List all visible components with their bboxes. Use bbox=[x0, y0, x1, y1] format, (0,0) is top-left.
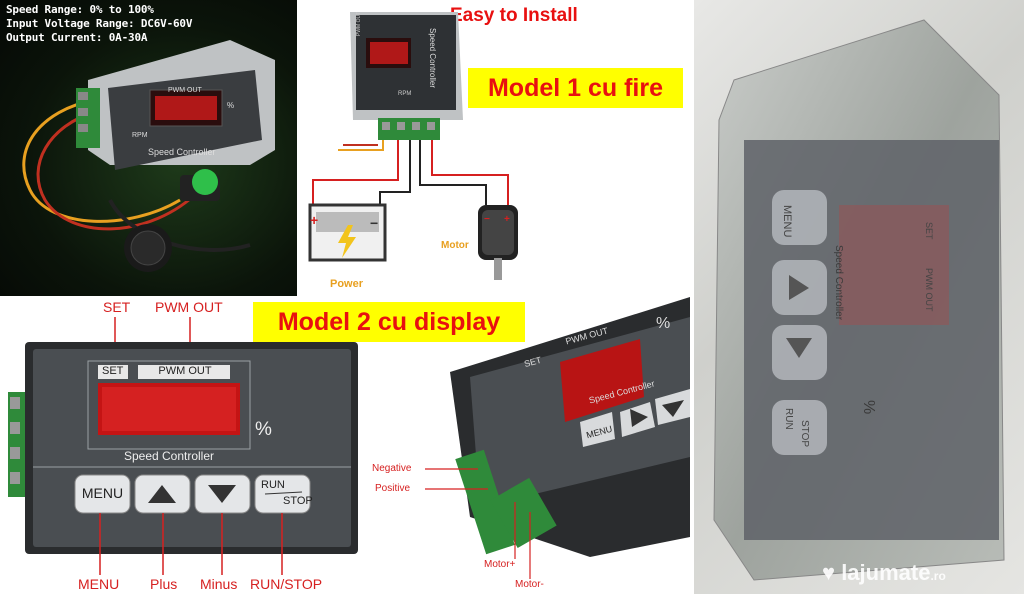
callout-minus: Minus bbox=[200, 576, 238, 592]
product-photo-panel: Speed Range: 0% to 100% Input Voltage Ra… bbox=[0, 0, 297, 296]
controller-photo-illustration: PWM OUT % RPM Speed Controller bbox=[22, 40, 275, 272]
minus-button bbox=[195, 475, 250, 513]
wiring-speed-controller-label: Speed Controller bbox=[428, 28, 437, 88]
stop-label: STOP bbox=[283, 495, 313, 507]
callout-run-stop: RUN/STOP bbox=[250, 576, 323, 592]
angled-percent-label: % bbox=[656, 315, 671, 332]
front-set-label: SET bbox=[102, 365, 124, 377]
svg-text:−: − bbox=[370, 215, 378, 231]
callout-set: SET bbox=[103, 299, 131, 315]
plus-button bbox=[135, 475, 190, 513]
model1-banner: Model 1 cu fire bbox=[468, 68, 683, 108]
watermark-heart-icon: ♥ bbox=[822, 560, 836, 585]
bag-run-label: RUN bbox=[783, 408, 794, 430]
run-label: RUN bbox=[261, 479, 285, 491]
photo-percent-label: % bbox=[227, 101, 234, 110]
motor-minus-label: Motor- bbox=[515, 579, 544, 590]
spec-input-voltage: Input Voltage Range: DC6V-60V bbox=[6, 17, 193, 30]
spec-speed-range: Speed Range: 0% to 100% bbox=[6, 3, 154, 16]
positive-label: Positive bbox=[375, 483, 411, 494]
menu-button-label: MENU bbox=[81, 485, 124, 501]
wiring-pwm-out-label: PWM OUT bbox=[356, 12, 362, 36]
svg-text:−: − bbox=[484, 214, 490, 225]
packaged-product-panel: MENU SET PWM OUT Speed Controller % RUN … bbox=[694, 0, 1024, 594]
front-speed-controller-label: Speed Controller bbox=[123, 449, 215, 463]
negative-label: Negative bbox=[372, 463, 412, 474]
wiring-illustration: PWM OUT RPM Speed Controller + − Power −… bbox=[308, 12, 518, 290]
motor-plus-label: Motor+ bbox=[484, 559, 516, 570]
photo-rpm-label: RPM bbox=[132, 132, 148, 139]
photo-speed-controller-label: Speed Controller bbox=[148, 147, 216, 157]
bag-percent-label: % bbox=[860, 400, 877, 414]
watermark-tld: .ro bbox=[930, 569, 946, 583]
svg-text:+: + bbox=[504, 214, 510, 225]
callout-menu: MENU bbox=[78, 576, 120, 592]
run-stop-button: RUN STOP bbox=[255, 477, 313, 515]
front-percent-label: % bbox=[255, 419, 272, 440]
wiring-rpm-label: RPM bbox=[398, 91, 411, 97]
easy-install-title: Easy to Install bbox=[450, 5, 578, 26]
front-view-panel: SET PWM OUT Model 2 cu display bbox=[0, 297, 693, 594]
front-device-illustration bbox=[8, 297, 690, 579]
wiring-diagram-panel: Easy to Install Model 1 cu fire PWM OUT … bbox=[298, 0, 693, 296]
watermark-brand: lajumate bbox=[841, 560, 931, 585]
bag-menu-label: MENU bbox=[781, 205, 793, 237]
callout-pwm-out: PWM OUT bbox=[155, 299, 223, 315]
front-pwm-out-label: PWM OUT bbox=[158, 365, 212, 377]
callout-plus: Plus bbox=[150, 576, 178, 592]
spec-output-current: Output Current: 0A-30A bbox=[6, 31, 148, 44]
menu-button: MENU bbox=[75, 485, 130, 501]
svg-text:+: + bbox=[310, 212, 318, 228]
bag-set-label: SET bbox=[924, 222, 934, 240]
minus-arrow-icon bbox=[208, 485, 236, 503]
motor-label: Motor bbox=[441, 240, 469, 251]
plus-arrow-icon bbox=[148, 485, 176, 503]
bag-speed-controller-label: Speed Controller bbox=[833, 245, 844, 321]
model2-banner: Model 2 cu display bbox=[253, 302, 525, 342]
watermark: ♥ lajumate.ro bbox=[822, 560, 946, 586]
bag-stop-label: STOP bbox=[799, 420, 810, 447]
bag-illustration: MENU SET PWM OUT Speed Controller % RUN … bbox=[713, 19, 1005, 581]
photo-pwm-out-label: PWM OUT bbox=[168, 87, 203, 94]
power-label: Power bbox=[330, 278, 364, 290]
bag-pwm-out-label: PWM OUT bbox=[924, 268, 934, 312]
